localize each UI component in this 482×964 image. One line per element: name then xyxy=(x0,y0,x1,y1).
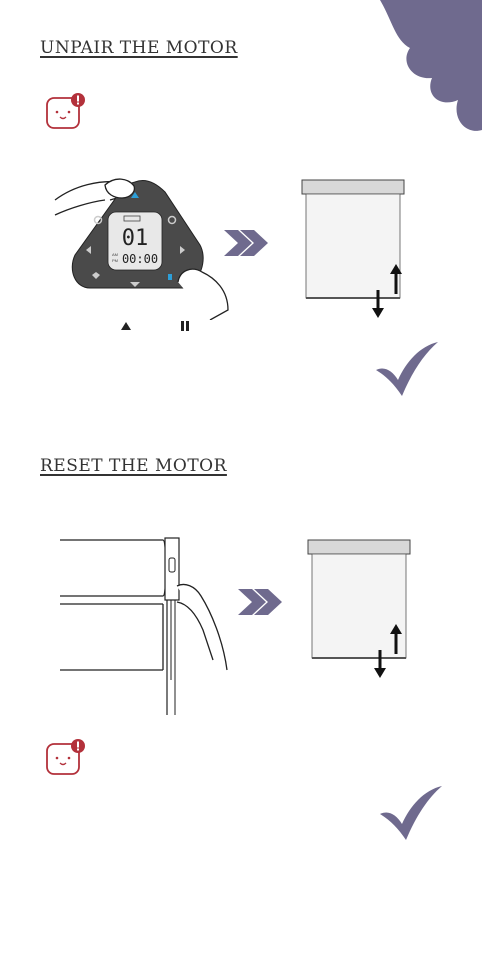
double-chevron-arrow-icon xyxy=(238,589,284,615)
checkmark-icon xyxy=(374,340,440,398)
blind-illustration xyxy=(298,172,410,322)
corner-decoration xyxy=(340,0,482,135)
checkmark-icon xyxy=(378,784,444,842)
warning-face-icon xyxy=(44,738,88,778)
warning-face-icon xyxy=(44,92,88,132)
reset-heading: RESET THE MOTOR xyxy=(40,456,227,476)
remote-am: AM xyxy=(112,252,118,257)
remote-time: 00:00 xyxy=(122,252,158,266)
motor-reset-illustration xyxy=(55,530,235,720)
up-arrow-icon xyxy=(121,322,131,330)
pause-icon xyxy=(181,321,189,331)
remote-channel: 01 xyxy=(122,226,149,251)
remote-pm: PM xyxy=(112,258,118,263)
remote-illustration: 01 AM PM 00:00 xyxy=(50,170,230,320)
unpair-heading: UNPAIR THE MOTOR xyxy=(40,38,238,58)
blind-illustration xyxy=(304,532,416,682)
double-chevron-arrow-icon xyxy=(224,230,270,256)
